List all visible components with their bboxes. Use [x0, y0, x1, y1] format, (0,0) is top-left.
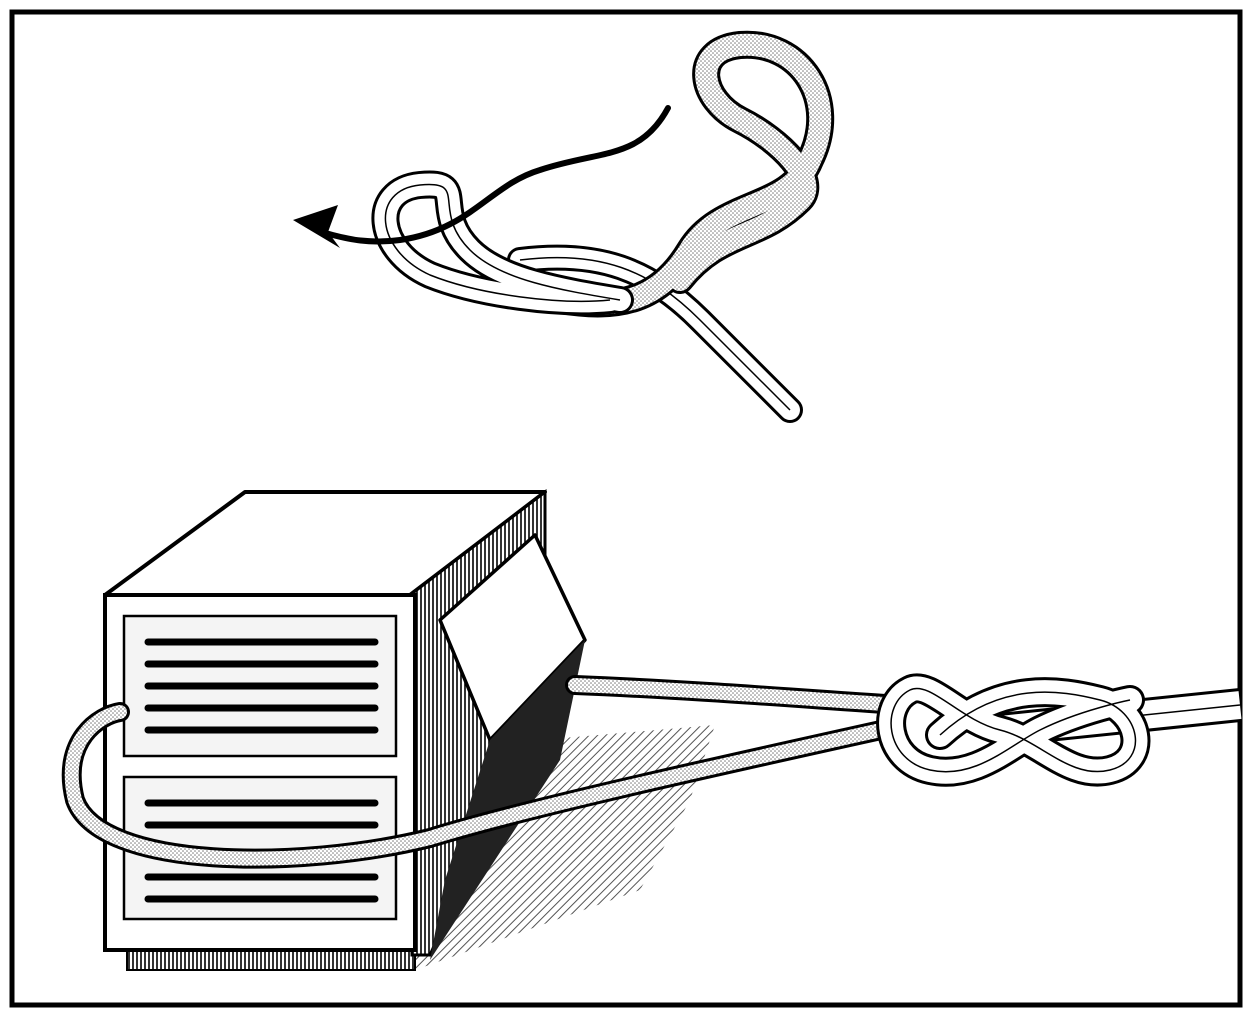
rope-tie-down-illustration [0, 0, 1251, 1017]
